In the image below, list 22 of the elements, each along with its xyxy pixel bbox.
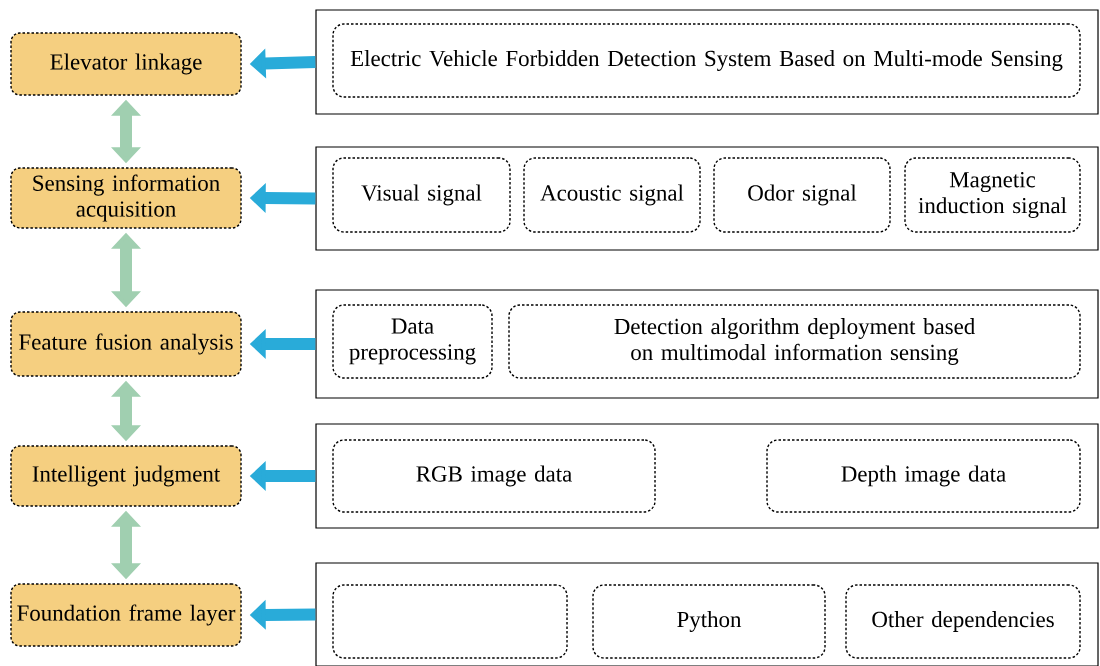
module-box: RGB image data	[332, 439, 656, 513]
module-box: Other dependencies	[845, 584, 1081, 659]
module-box: Python	[592, 584, 826, 659]
process-box: Sensing information acquisition	[10, 167, 242, 229]
module-box: Visual signal	[332, 157, 511, 233]
process-box: Feature fusion analysis	[10, 311, 242, 377]
module-box: Odor signal	[713, 157, 891, 233]
layer-panel	[315, 423, 1099, 529]
module-box: Acoustic signal	[523, 157, 701, 233]
process-box: Elevator linkage	[10, 32, 242, 96]
layer-panel	[315, 562, 1099, 666]
module-box: Detection algorithm deployment based on multimodal information sensing	[508, 304, 1081, 379]
module-box	[332, 584, 568, 659]
layer-panel	[315, 9, 1099, 115]
module-box: Electric Vehicle Forbidden Detection System Based on Multi-mode Sensing	[332, 23, 1081, 98]
layer-panel	[315, 146, 1099, 251]
module-box: Magnetic induction signal	[904, 157, 1081, 233]
process-box: Intelligent judgment	[10, 445, 242, 507]
process-box: Foundation frame layer	[10, 583, 242, 647]
module-box: Depth image data	[766, 439, 1081, 513]
layer-panel	[315, 289, 1099, 399]
module-box: Data preprocessing	[332, 304, 493, 379]
